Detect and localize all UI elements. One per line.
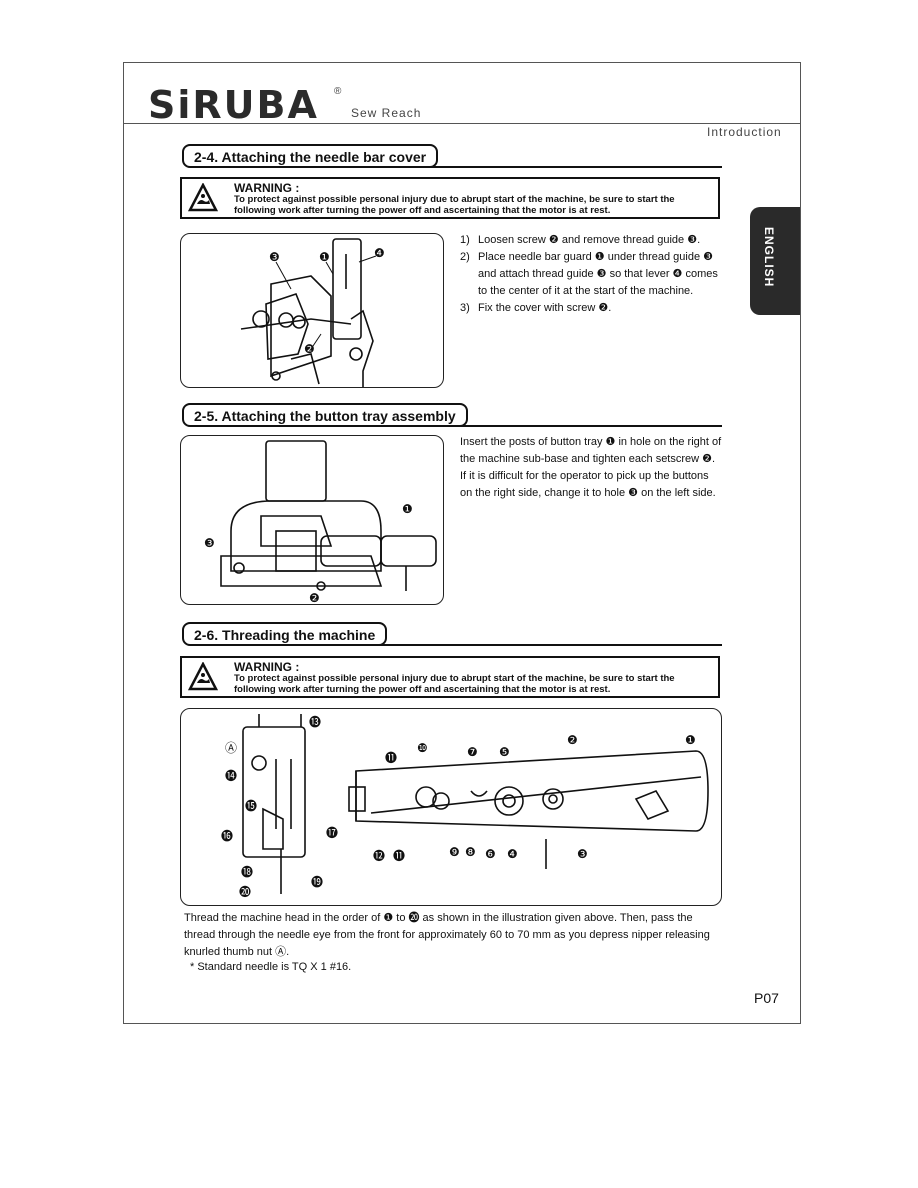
step-number: 2) — [460, 251, 470, 263]
page-frame — [123, 62, 801, 1024]
header-rule — [123, 123, 801, 124]
step-text: Loosen screw ❷ and remove thread guide ❸… — [478, 234, 701, 246]
callout-8: ❽ — [465, 845, 476, 859]
language-tab[interactable]: ENGLISH — [750, 207, 800, 315]
step-text: Place needle bar guard ❶ under thread gu… — [478, 251, 718, 297]
section-2-6-title: 2-6. Threading the machine — [182, 622, 388, 646]
brand-tagline: Sew Reach — [351, 106, 422, 120]
warning-box: WARNING : To protect against possible pe… — [180, 656, 720, 698]
callout-11b: ⓫ — [393, 849, 406, 863]
warning-text: To protect against possible personal inj… — [234, 194, 675, 216]
warning-title: WARNING : — [234, 181, 300, 195]
callout-1: ❶ — [685, 733, 696, 747]
step-item: 3) Fix the cover with screw ❷. — [460, 300, 722, 317]
callout-5: ❺ — [499, 745, 510, 759]
section-2-5-title: 2-5. Attaching the button tray assembly — [182, 403, 468, 427]
warning-box: WARNING : To protect against possible pe… — [180, 177, 720, 219]
needle-bar-cover-illustration — [240, 238, 377, 387]
callout-2: ❷ — [304, 342, 315, 356]
registered-mark: ® — [334, 86, 342, 97]
language-tab-label: ENGLISH — [762, 227, 776, 288]
step-item: 1) Loosen screw ❷ and remove thread guide… — [460, 232, 722, 249]
callout-4: ❹ — [507, 847, 518, 861]
button-tray-instructions: Insert the posts of button tray ❶ in hol… — [460, 436, 722, 499]
callout-7: ❼ — [467, 745, 478, 759]
callout-3: ❸ — [269, 250, 280, 264]
threading-illustration — [242, 714, 709, 894]
callout-2: ❷ — [309, 591, 320, 605]
button-tray-figure: ❶ ❸ ❷ — [180, 435, 444, 605]
callout-4: ❹ — [374, 246, 385, 260]
callout-19: ⓳ — [311, 875, 324, 889]
warning-title: WARNING : — [234, 660, 300, 674]
section-rule — [452, 425, 722, 427]
callout-17: ⓱ — [326, 826, 339, 840]
callout-1: ❶ — [319, 250, 330, 264]
callout-11: ⓫ — [385, 751, 398, 765]
needle-note: * Standard needle is TQ X 1 #16. — [190, 961, 352, 973]
callout-16: ⓰ — [221, 829, 234, 843]
callout-3: ❸ — [577, 847, 588, 861]
callout-1: ❶ — [402, 502, 413, 516]
callout-a: Ⓐ — [225, 741, 238, 755]
callout-14: ⓮ — [225, 769, 238, 783]
page-number: P07 — [754, 990, 779, 1006]
callout-13: ⓭ — [309, 715, 322, 729]
step-number: 3) — [460, 302, 470, 314]
callout-15: ⓯ — [245, 799, 258, 813]
brand-logo: SiRUBA — [148, 83, 319, 127]
button-tray-illustration — [220, 440, 437, 591]
threading-instructions: Thread the machine head in the order of … — [184, 912, 710, 958]
warning-text: To protect against possible personal inj… — [234, 673, 675, 695]
callout-20: ⓴ — [239, 885, 252, 899]
callout-3: ❸ — [204, 536, 215, 550]
callout-18: ⓲ — [241, 865, 254, 879]
step-number: 1) — [460, 234, 470, 246]
callout-10: ❿ — [417, 741, 428, 755]
section-label: Introduction — [707, 125, 782, 139]
callout-6: ❻ — [485, 847, 496, 861]
callout-12: ⓬ — [373, 849, 386, 863]
warning-icon — [188, 183, 218, 212]
callout-9: ❾ — [449, 845, 460, 859]
step-text: Fix the cover with screw ❷. — [478, 302, 612, 314]
step-item: 2) Place needle bar guard ❶ under thread … — [460, 249, 722, 300]
section-rule — [430, 166, 722, 168]
threading-figure: Ⓐ ⓮ ⓯ ⓰ ⓱ ⓲ ⓳ ⓴ ⓭ ⓫ ❿ ❼ ❺ ❷ ❶ ⓬ ⓫ ❾ ❽ ❻ … — [180, 708, 722, 906]
section-rule — [375, 644, 722, 646]
step-list: 1) Loosen screw ❷ and remove thread guide… — [460, 232, 722, 317]
needle-bar-cover-figure: ❸ ❶ ❹ ❷ — [180, 233, 444, 388]
warning-icon — [188, 662, 218, 691]
callout-2: ❷ — [567, 733, 578, 747]
section-2-4-title: 2-4. Attaching the needle bar cover — [182, 144, 439, 168]
